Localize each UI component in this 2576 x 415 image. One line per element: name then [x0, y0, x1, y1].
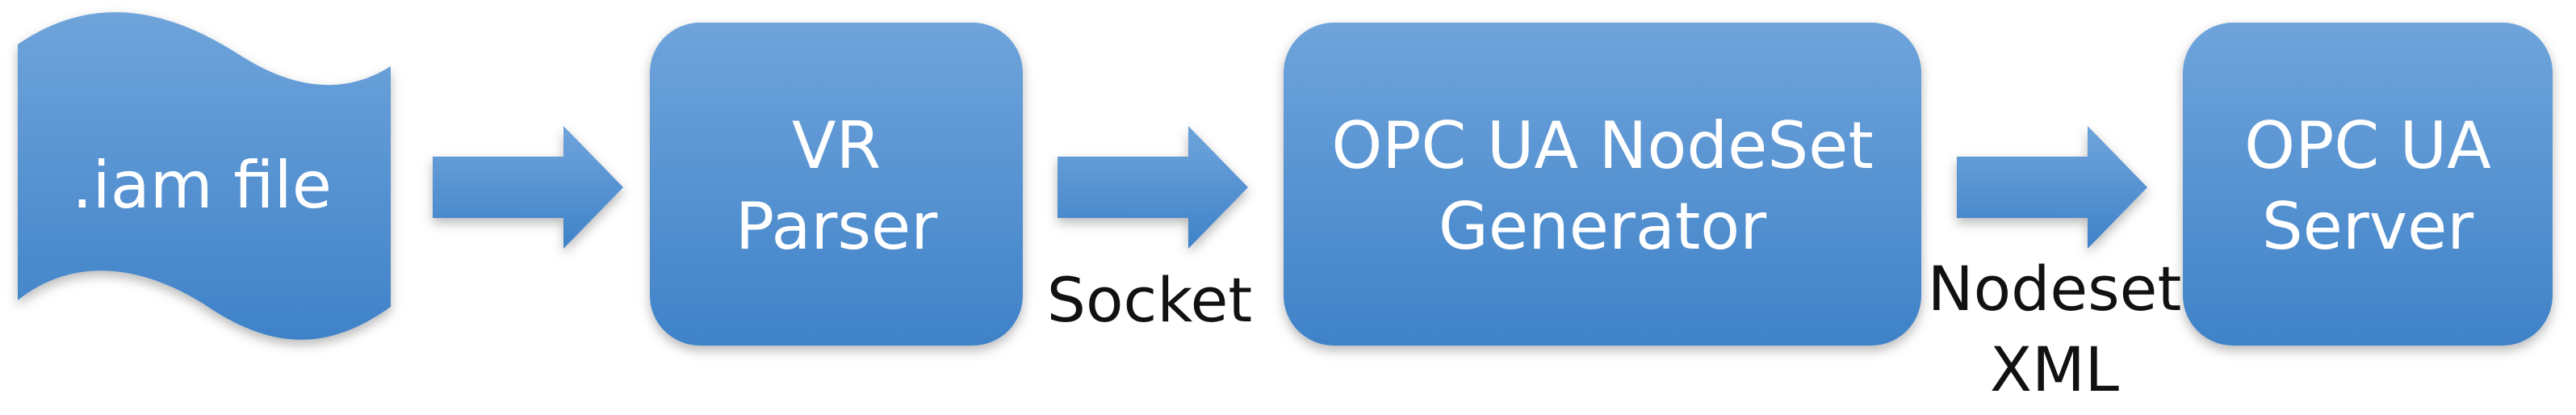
node-vr-parser: VR Parser: [650, 23, 1023, 346]
iam-file-label: .iam file: [72, 148, 332, 223]
vr-parser-label-line2: Parser: [735, 189, 937, 264]
opcua-server-label-line2: Server: [2262, 189, 2473, 264]
nodeset-generator-label-line1: OPC UA NodeSet: [1331, 108, 1873, 183]
node-iam-file: .iam file: [18, 12, 391, 340]
opcua-server-label-line1: OPC UA: [2244, 108, 2491, 183]
node-opcua-server: OPC UA Server: [2183, 23, 2553, 346]
opcua-server-box: [2183, 23, 2553, 346]
edge-vr-to-generator: Socket: [1047, 126, 1252, 336]
nodeset-generator-box: [1284, 23, 1921, 346]
node-nodeset-generator: OPC UA NodeSet Generator: [1284, 23, 1921, 346]
nodeset-generator-label-line2: Generator: [1439, 189, 1766, 264]
arrow-right-icon: [1957, 126, 2147, 249]
edge-label-nodeset: Nodeset: [1928, 253, 2182, 325]
arrow-right-icon: [433, 126, 623, 249]
vr-parser-label-line1: VR: [792, 108, 881, 183]
vr-parser-box: [650, 23, 1023, 346]
arrow-right-icon: [1058, 126, 1248, 249]
edge-label-socket: Socket: [1047, 264, 1252, 336]
edge-iam-to-vr: [433, 126, 623, 249]
iam-file-shape: [18, 12, 391, 340]
edge-generator-to-server: Nodeset XML: [1928, 126, 2182, 405]
edge-label-xml: XML: [1990, 333, 2119, 405]
